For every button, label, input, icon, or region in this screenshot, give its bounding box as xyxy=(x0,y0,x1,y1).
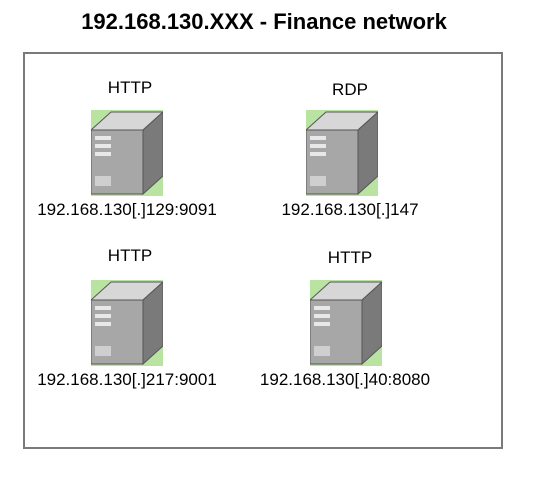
diagram-title: 192.168.130.XXX - Finance network xyxy=(81,9,447,34)
server-icon xyxy=(91,280,163,366)
address-label: 192.168.130[.]129:9091 xyxy=(37,200,217,219)
address-label: 192.168.130[.]147 xyxy=(281,200,419,219)
server-icon xyxy=(91,110,163,196)
server-icon xyxy=(306,110,378,196)
protocol-label: HTTP xyxy=(107,246,153,265)
protocol-label: RDP xyxy=(332,80,368,99)
protocol-label: HTTP xyxy=(107,78,153,97)
address-label: 192.168.130[.]217:9001 xyxy=(37,370,217,389)
address-label: 192.168.130[.]40:8080 xyxy=(259,370,431,389)
protocol-label: HTTP xyxy=(327,248,373,267)
server-icon xyxy=(310,280,382,366)
